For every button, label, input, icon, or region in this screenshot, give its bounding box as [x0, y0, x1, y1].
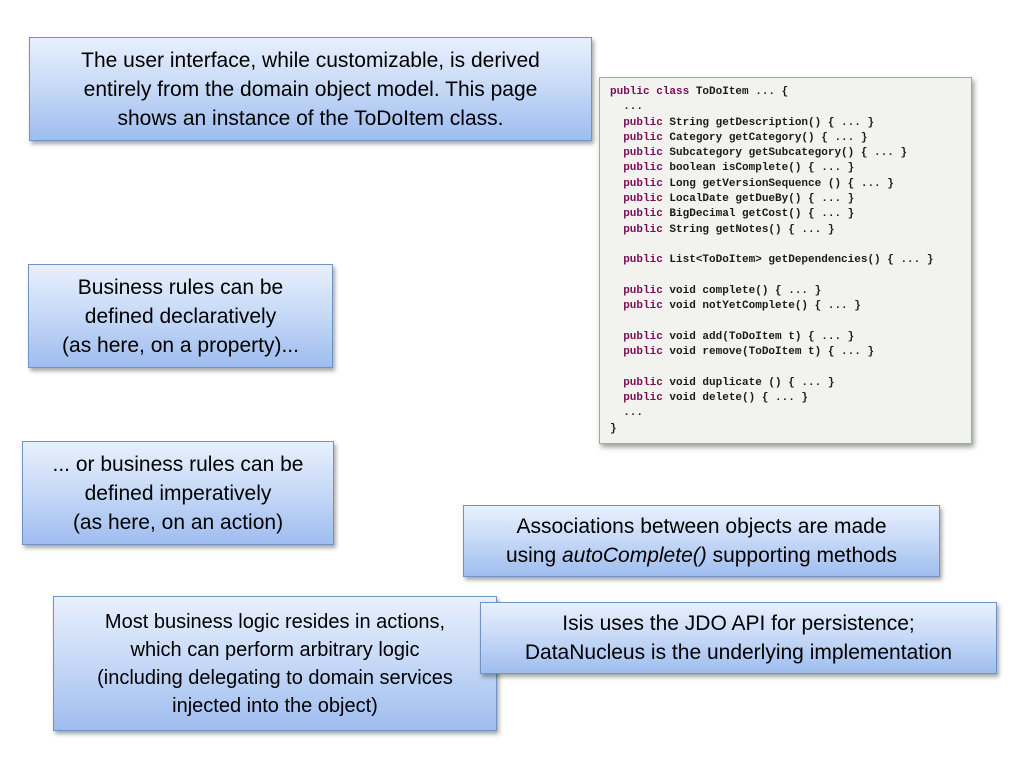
callout-line: The user interface, while customizable, … [81, 48, 540, 72]
callout-line: Associations between objects are made [516, 515, 887, 538]
callout-line: ... or business rules can be [52, 452, 304, 476]
code-keyword: public [623, 147, 663, 160]
code-listing: public class ToDoItem ... { ... public S… [610, 85, 971, 437]
code-keyword: public [623, 346, 663, 359]
callout-business-logic: Most business logic resides in actions, … [53, 596, 497, 731]
callout-text: using [505, 544, 562, 567]
code-keyword: public [623, 162, 663, 175]
code-line: public String getNotes() { ... } [623, 223, 835, 236]
callout-line: using autoComplete() supporting methods [464, 541, 939, 570]
callout-line: Business rules can be [77, 275, 284, 299]
callout-line: Most business logic resides in actions, [104, 610, 446, 633]
callout-line: DataNucleus is the underlying implementa… [524, 641, 953, 664]
callout-line: shows an instance of the ToDoItem class. [117, 106, 504, 130]
callout-line: injected into the object) [172, 694, 378, 717]
code-line: public String getDescription() { ... } [623, 116, 875, 129]
code-line: public void delete() { ... } [623, 391, 809, 404]
code-keyword: public [623, 376, 663, 389]
code-line: public List<ToDoItem> getDependencies() … [623, 254, 934, 267]
callout-domain-model: The user interface, while customizable, … [29, 37, 592, 141]
code-keyword: public [623, 208, 663, 221]
code-keyword: public class [610, 86, 690, 98]
code-line: public void add(ToDoItem t) { ... } [623, 330, 855, 343]
code-line: ... [623, 101, 644, 114]
callout-emphasis: autoComplete() [562, 544, 707, 567]
callout-line: (including delegating to domain services [97, 666, 453, 689]
code-line: public class ToDoItem ... { [610, 86, 789, 98]
code-line: public void duplicate () { ... } [623, 376, 835, 389]
callout-line: Isis uses the JDO API for persistence; [562, 612, 915, 635]
callout-line: which can perform arbitrary logic [130, 638, 420, 661]
callout-line: (as here, on a property)... [62, 333, 299, 357]
callout-line: defined declaratively [84, 304, 277, 328]
code-panel-todoitem-class: public class ToDoItem ... { ... public S… [599, 77, 972, 444]
code-line: } [610, 422, 617, 435]
callout-line: entirely from the domain object model. T… [83, 77, 538, 101]
code-line: public Subcategory getSubcategory() { ..… [623, 147, 908, 160]
code-keyword: public [623, 284, 663, 297]
callout-text: supporting methods [706, 544, 898, 567]
code-line: public Category getCategory() { ... } [623, 131, 868, 144]
code-keyword: public [623, 177, 663, 190]
code-line: ... [623, 407, 644, 420]
code-keyword: public [623, 193, 663, 206]
code-keyword: public [623, 391, 663, 404]
code-line: public void notYetComplete() { ... } [623, 300, 861, 313]
code-line: public void complete() { ... } [623, 284, 822, 297]
code-line: public LocalDate getDueBy() { ... } [623, 193, 855, 206]
code-keyword: public [623, 223, 663, 236]
code-line: public BigDecimal getCost() { ... } [623, 208, 855, 221]
callout-line: (as here, on an action) [72, 510, 284, 534]
callout-persistence: Isis uses the JDO API for persistence; D… [480, 602, 997, 674]
code-keyword: public [623, 116, 663, 129]
code-line: public void remove(ToDoItem t) { ... } [623, 346, 875, 359]
callout-imperative-rules: ... or business rules can be defined imp… [22, 441, 334, 545]
callout-declarative-rules: Business rules can be defined declarativ… [28, 264, 333, 368]
code-line: public boolean isComplete() { ... } [623, 162, 855, 175]
code-keyword: public [623, 300, 663, 313]
code-line: public Long getVersionSequence () { ... … [623, 177, 894, 190]
code-keyword: public [623, 254, 663, 267]
callout-line: defined imperatively [84, 481, 272, 505]
code-keyword: public [623, 330, 663, 343]
code-keyword: public [623, 131, 663, 144]
callout-associations: Associations between objects are made us… [463, 505, 940, 577]
